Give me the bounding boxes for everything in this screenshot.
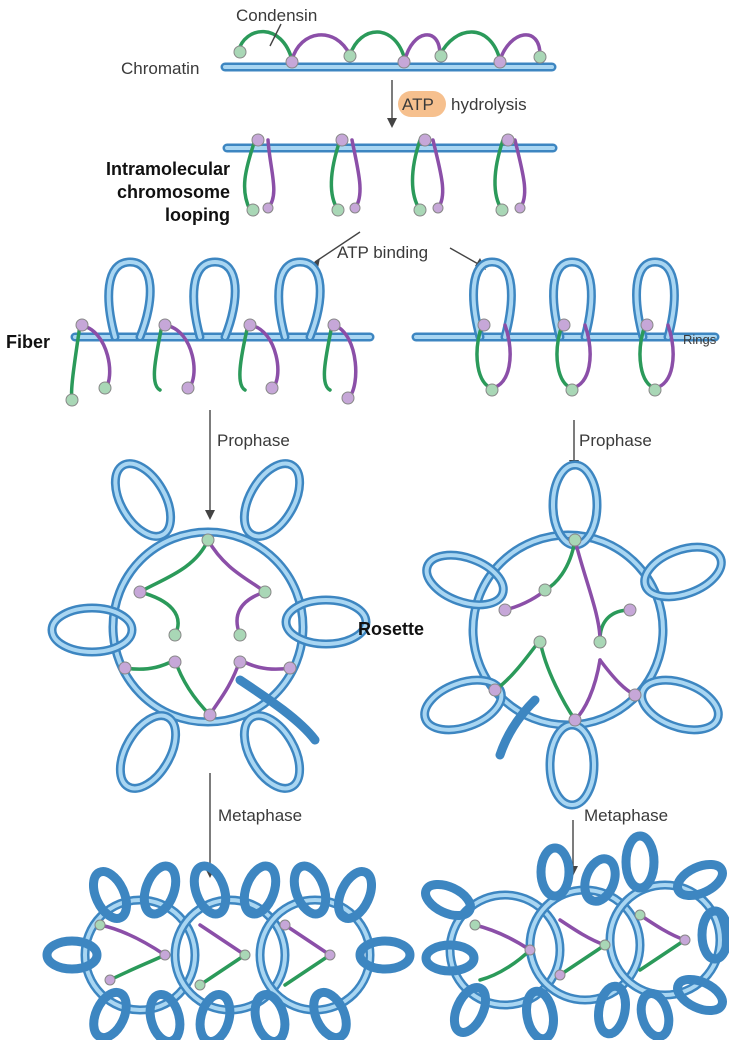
rosette-right (418, 465, 728, 805)
hydrolysis-label: hydrolysis (451, 96, 527, 113)
chromatin-with-condensin (225, 24, 552, 68)
rings-label: Rings (683, 333, 716, 346)
fiber-label: Fiber (6, 333, 50, 351)
rosette-left (52, 454, 366, 797)
fiber-structure (66, 262, 370, 406)
arrow-prophase-left (205, 410, 215, 520)
chromatin-label: Chromatin (121, 60, 199, 77)
prophase-left-label: Prophase (217, 432, 290, 449)
atp-binding-label: ATP binding (337, 244, 428, 261)
rosette-label: Rosette (358, 620, 424, 638)
atp-label: ATP (402, 96, 434, 113)
rings-structure (416, 262, 715, 396)
condensin-label: Condensin (236, 7, 317, 24)
arrow-atp-hydrolysis (387, 80, 397, 128)
metaphase-right-label: Metaphase (584, 807, 668, 824)
intramolecular-looping (227, 134, 553, 216)
looping-title-line3: looping (40, 206, 230, 224)
looping-title-line2: chromosome (40, 183, 230, 201)
metaphase-left-label: Metaphase (218, 807, 302, 824)
metaphase-left-structure (47, 862, 410, 1040)
looping-title-line1: Intramolecular (40, 160, 230, 178)
prophase-right-label: Prophase (579, 432, 652, 449)
